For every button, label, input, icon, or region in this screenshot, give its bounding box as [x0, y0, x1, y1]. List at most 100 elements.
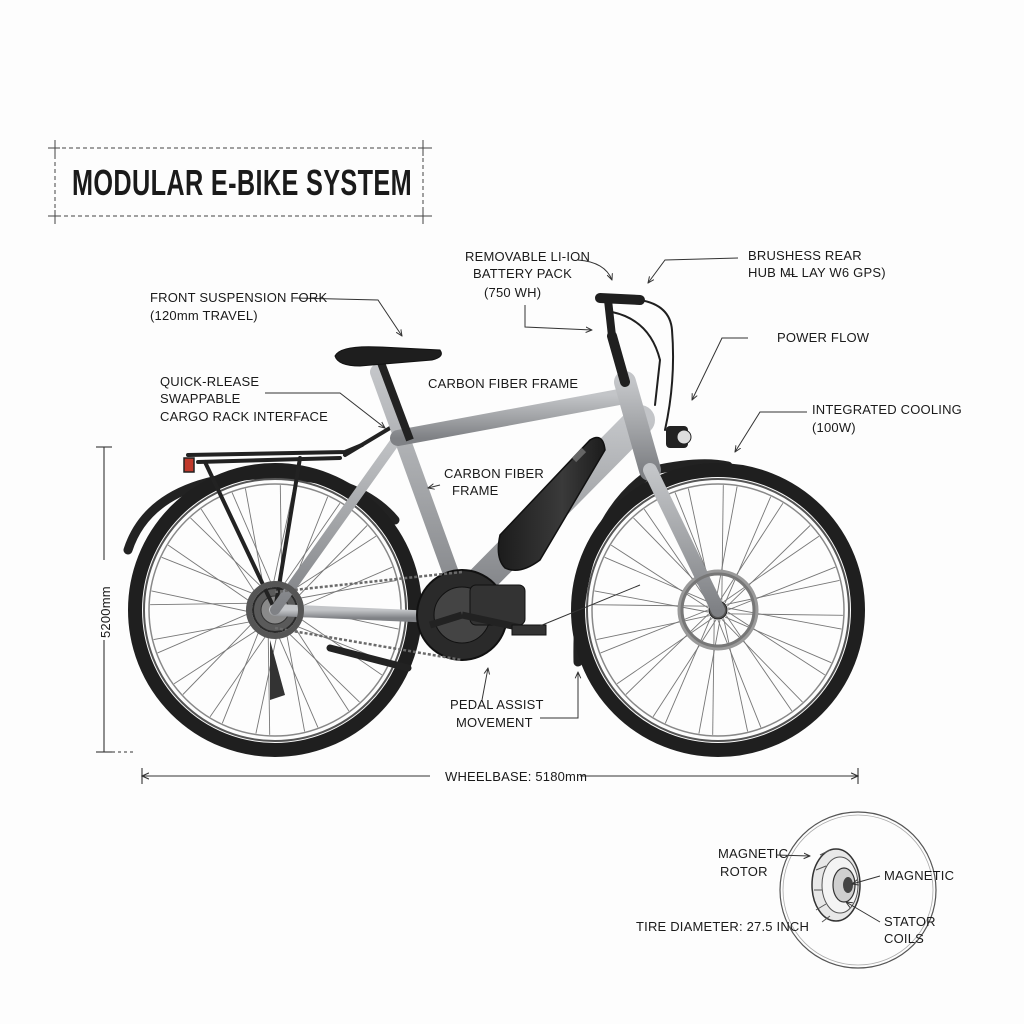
rotor-label-line2: ROTOR — [720, 864, 768, 879]
wheel-spoke — [292, 566, 393, 611]
wheel-spoke — [604, 556, 712, 604]
battery-label-line2: BATTERY PACK — [473, 266, 572, 281]
tail-light — [183, 457, 195, 473]
rotor-label-line1: MAGNETIC — [718, 846, 788, 861]
wheel-spoke — [167, 544, 258, 607]
wheel-spoke — [190, 517, 269, 594]
wheel-spoke — [664, 616, 712, 724]
wheel-spoke — [281, 626, 360, 703]
wheel-spoke — [221, 622, 263, 724]
cooling-label-line1: INTEGRATED COOLING — [812, 402, 962, 417]
wheelbase-dimension: WHEELBASE: 5180mm — [142, 768, 858, 784]
wheelbase-label: WHEELBASE: 5180mm — [445, 769, 587, 784]
wheel-spoke — [643, 508, 711, 605]
title-box: MODULAR E-BIKE SYSTEM — [48, 140, 432, 224]
cooling-label-line2: (100W) — [812, 420, 856, 435]
wheel-spoke — [721, 485, 724, 601]
wheel-spoke — [698, 619, 721, 734]
wheel-spoke — [153, 619, 261, 641]
height-dimension-label: 5200mm — [98, 586, 113, 638]
stator-label-line1: STATOR — [884, 914, 936, 929]
wheel-spoke — [271, 486, 295, 593]
wheel-spoke — [717, 619, 762, 728]
wheel-spoke — [209, 627, 272, 718]
bicycle-illustration — [123, 293, 865, 757]
hub-label-line2: HUB M̶L LAY W6 GPS) — [748, 265, 886, 280]
rear-wheel — [128, 463, 422, 757]
wheel-spoke — [600, 609, 709, 654]
wheel-spoke — [727, 607, 842, 630]
wheel-spoke — [594, 590, 709, 613]
wheel-spoke — [725, 615, 793, 712]
wheel-spoke — [284, 535, 377, 596]
power-flow-label: POWER FLOW — [777, 330, 870, 345]
wheel-spoke — [173, 624, 266, 685]
wheel-spoke — [724, 616, 832, 664]
wheel-spoke — [712, 619, 715, 735]
wheel-spoke — [596, 615, 710, 641]
rack-label-line3: CARGO RACK INTERFACE — [160, 409, 328, 424]
fork-label-line1: FRONT SUSPENSION FORK — [150, 290, 327, 305]
wheel-spoke — [723, 618, 749, 732]
pedal-label-line2: MOVEMENT — [456, 715, 533, 730]
saddle — [334, 346, 442, 367]
page-title: MODULAR E-BIKE SYSTEM — [72, 162, 412, 203]
wheel-spoke — [616, 617, 713, 685]
fork-label-line2: (120mm TRAVEL) — [150, 308, 258, 323]
battery-pack — [497, 436, 606, 571]
wheel-spoke — [274, 627, 319, 728]
wheel-spoke — [244, 488, 266, 596]
wheel-spoke — [200, 508, 261, 601]
wheel-spoke — [726, 525, 811, 607]
frame-top-label: CARBON FIBER FRAME — [428, 376, 578, 391]
wheel-spoke — [291, 525, 368, 604]
rack-label-line1: QUICK-RLEASE — [160, 374, 259, 389]
wheel-spoke — [157, 609, 258, 654]
frame-mid-label-line2: FRAME — [452, 483, 499, 498]
wheel-spoke — [723, 535, 820, 603]
wheel-spoke — [289, 619, 350, 712]
stator-label-line2: COILS — [884, 931, 924, 946]
callout-leaders — [265, 257, 807, 719]
height-dimension: 5200mm — [94, 446, 135, 753]
wheel-spoke — [610, 544, 709, 609]
wheel-spoke — [284, 624, 306, 732]
chain — [274, 570, 463, 662]
wheel-spoke — [726, 579, 840, 605]
wheel-spoke — [255, 627, 279, 734]
pedal-label-line1: PEDAL ASSIST — [450, 697, 544, 712]
wheel-spoke — [727, 613, 843, 616]
battery-label-line3: (750 WH) — [484, 285, 541, 300]
wheel-spoke — [231, 492, 276, 593]
wheel-spoke — [151, 590, 258, 614]
hub-motor-icon — [811, 848, 861, 923]
magnetic-label: MAGNETIC — [884, 868, 954, 883]
wheel-spoke — [267, 626, 271, 735]
rear-derailleur — [246, 581, 304, 700]
wheel-spoke — [719, 502, 784, 601]
rack-label-line2: SWAPPABLE — [160, 391, 241, 406]
wheel-spoke — [278, 502, 341, 593]
wheel-spoke — [652, 619, 717, 718]
tire-diameter-label: TIRE DIAMETER: 27.5 INCH — [636, 919, 809, 934]
wheel-spoke — [625, 613, 710, 695]
wheel-spoke — [182, 616, 259, 695]
wheel-spoke — [727, 566, 836, 611]
disc-brake — [680, 572, 756, 648]
motor-detail-inset: MAGNETIC ROTOR MAGNETIC STATOR COILS TIR… — [636, 811, 954, 969]
wheel-spoke — [727, 611, 826, 676]
wheel-spoke — [150, 602, 259, 606]
wheel-spoke — [292, 613, 383, 676]
wheel-spoke — [724, 496, 772, 604]
wheel-spoke — [721, 618, 803, 703]
callout-labels: REMOVABLE LI-ION BATTERY PACK (750 WH) B… — [150, 248, 962, 730]
headlight — [666, 426, 692, 448]
mid-drive-motor — [416, 569, 547, 661]
kickstand — [326, 644, 412, 672]
wheel-spoke — [289, 579, 397, 601]
wheel-spoke — [161, 556, 263, 598]
battery-label-line1: REMOVABLE LI-ION — [465, 249, 590, 264]
handlebar — [595, 293, 675, 431]
hub-label-line1: BRUSHESS REAR — [748, 248, 862, 263]
